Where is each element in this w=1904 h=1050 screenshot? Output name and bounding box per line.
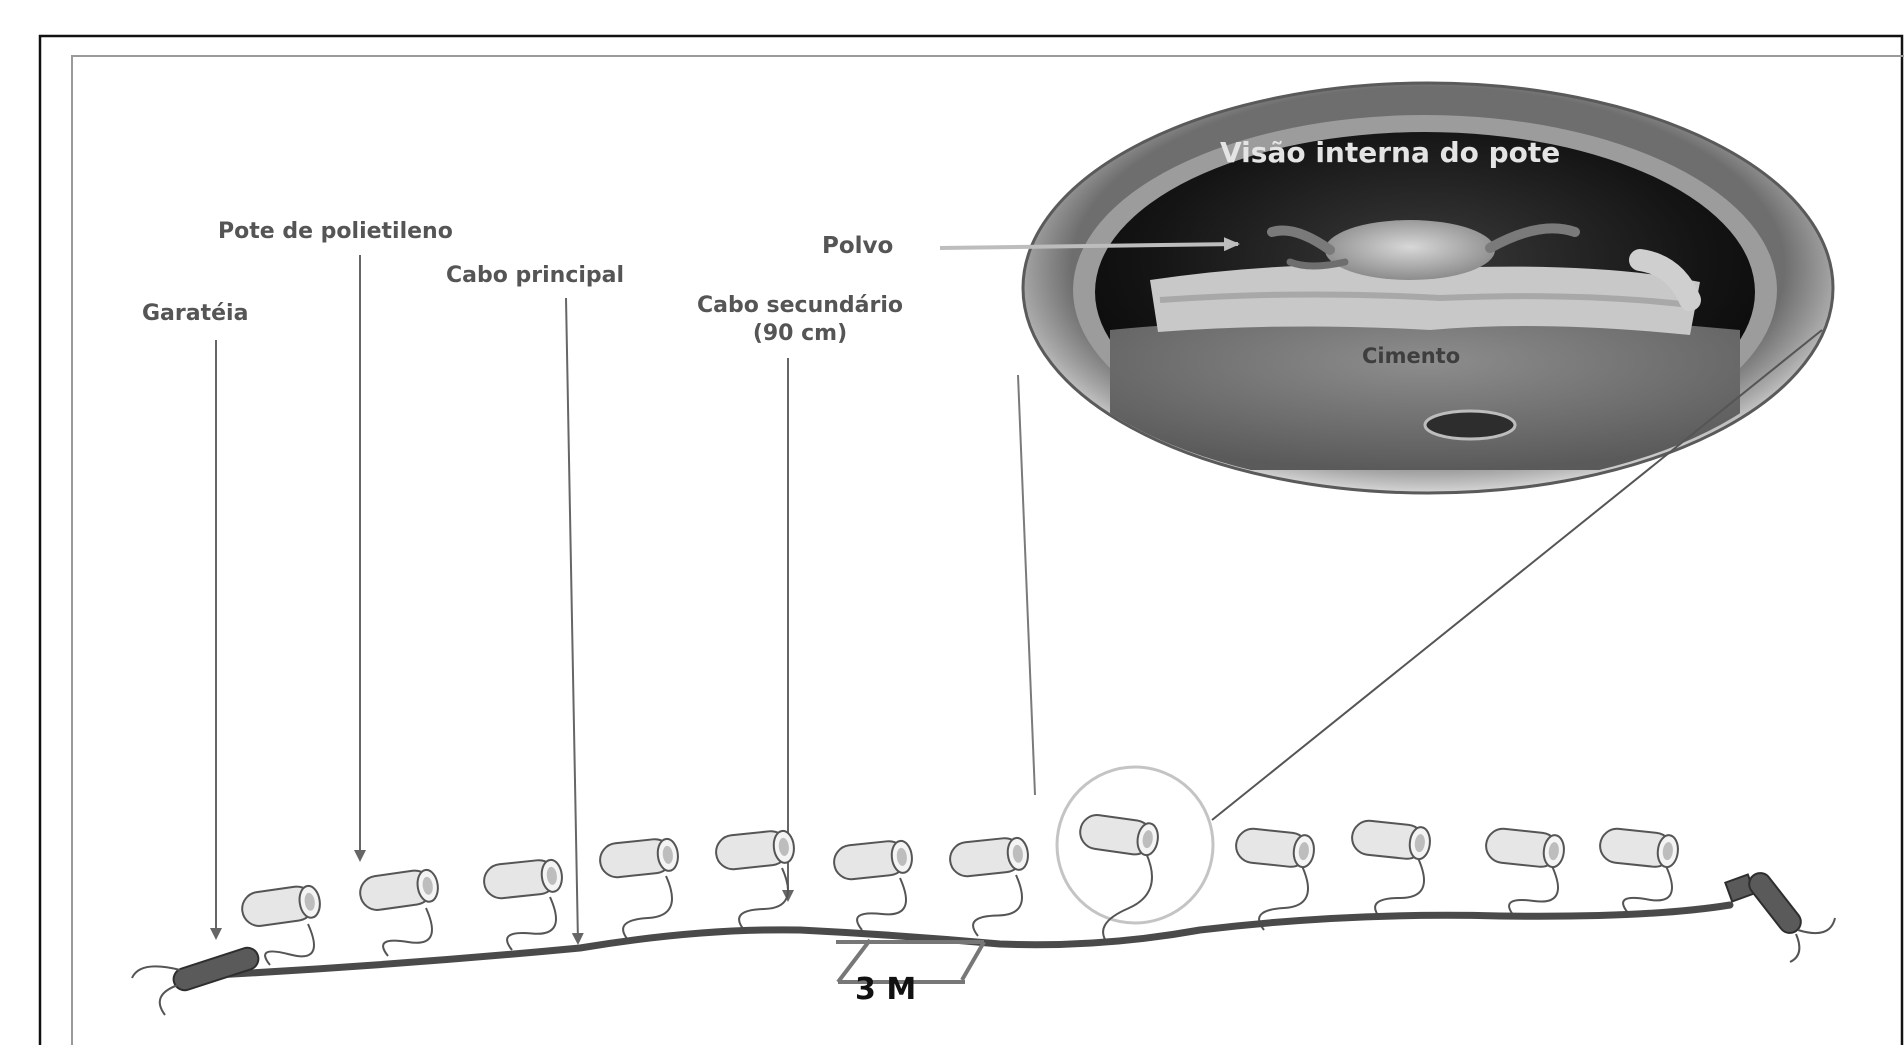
secondary-line (857, 878, 906, 930)
secondary-line (623, 876, 672, 940)
label-garateia: Garatéia (142, 300, 248, 328)
label-cabo-secundario: Cabo secundário (90 cm) (660, 292, 940, 347)
label-cabo-secundario-line1: Cabo secundário (660, 292, 940, 320)
secondary-line (1103, 853, 1152, 944)
secondary-line (383, 908, 432, 956)
pot (482, 858, 563, 900)
pot (1484, 827, 1565, 869)
pot (832, 839, 913, 881)
secondary-line (1623, 866, 1672, 913)
zoom-line-left (1018, 375, 1035, 795)
pot (598, 837, 679, 879)
secondary-line (265, 924, 314, 965)
label-visao-interna: Visão interna do pote (1220, 136, 1560, 169)
label-pote: Pote de polietileno (218, 218, 453, 246)
pot (1078, 813, 1160, 858)
left-anchor (132, 945, 261, 1015)
pot (1598, 827, 1679, 869)
secondary-line (739, 868, 788, 930)
secondary-line (973, 875, 1022, 936)
label-polvo: Polvo (822, 232, 893, 261)
label-cabo-secundario-line2: (90 cm) (660, 320, 940, 348)
label-cabo-principal: Cabo principal (446, 262, 624, 290)
scale-label: 3 M (855, 972, 916, 1007)
pot (358, 868, 440, 913)
pot (1234, 827, 1315, 869)
right-anchor (1725, 869, 1835, 962)
pot (240, 884, 322, 929)
pot (714, 829, 795, 871)
pot (948, 836, 1029, 878)
label-cimento: Cimento (1362, 344, 1460, 368)
secondary-line (1375, 858, 1424, 918)
secondary-line (507, 897, 556, 950)
arrow-cabo-principal (566, 298, 578, 943)
pot (1350, 819, 1431, 861)
secondary-line (1509, 866, 1558, 916)
